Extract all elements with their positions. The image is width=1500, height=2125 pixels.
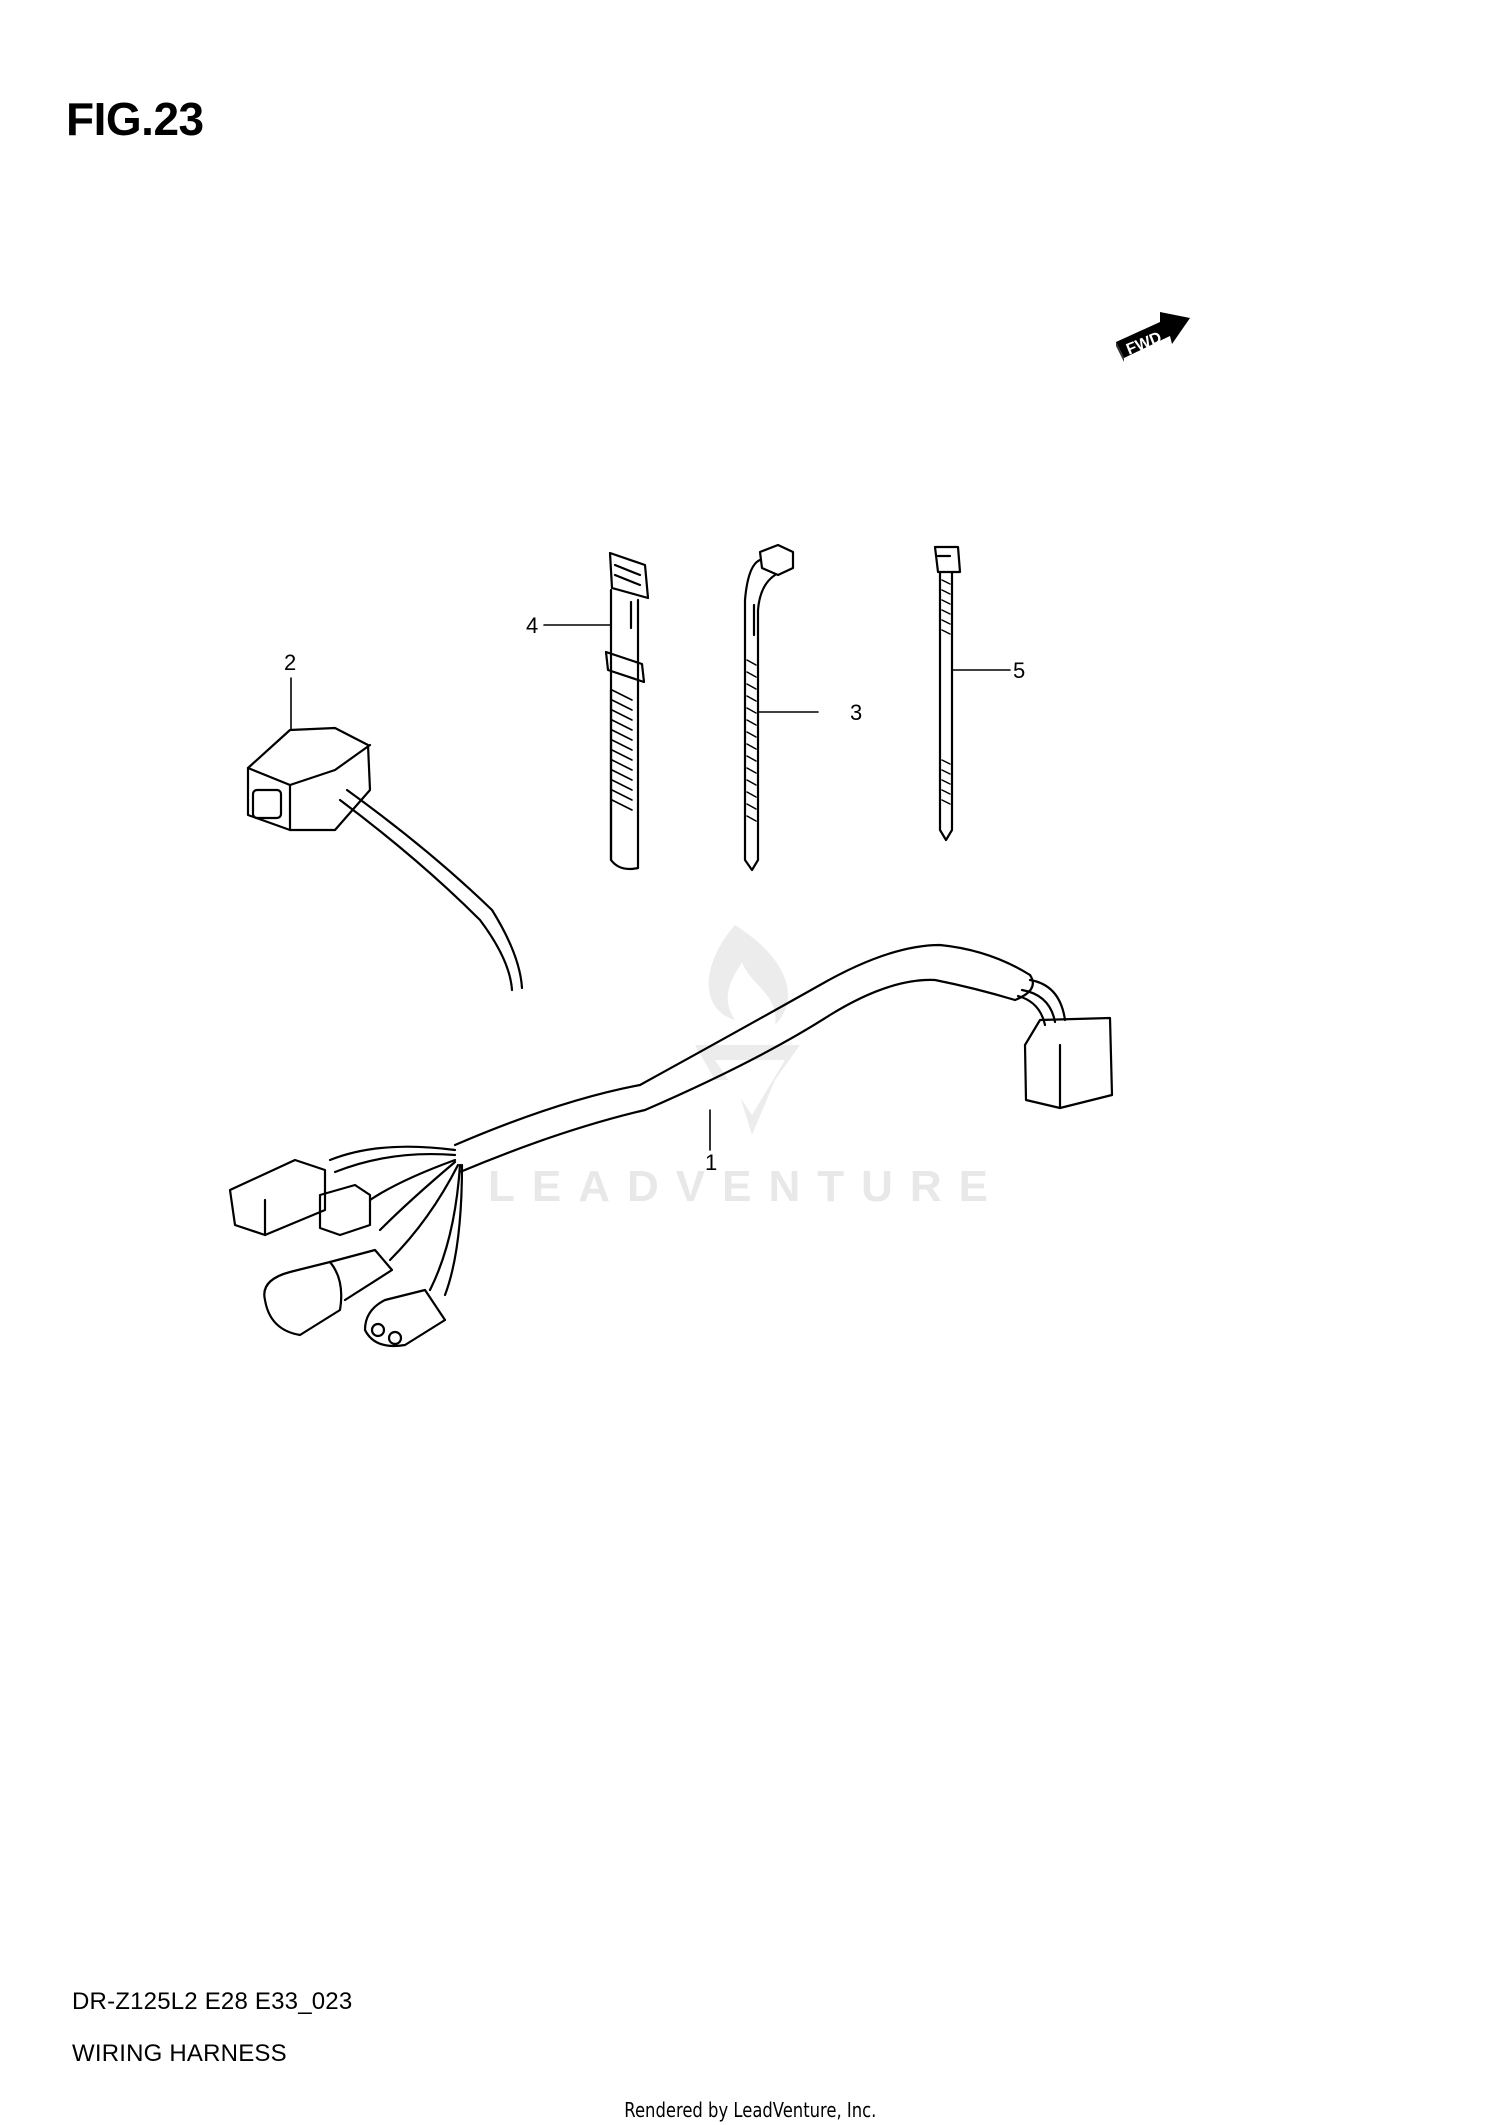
wiring-harness-part-1 — [228, 943, 1114, 1348]
watermark-text: LEADVENTURE — [488, 1162, 1006, 1211]
fwd-arrow-icon: FWD — [1116, 312, 1190, 362]
model-code: DR-Z125L2 E28 E33_023 — [72, 1988, 353, 2015]
connector-part-2 — [246, 677, 524, 992]
callout-4[interactable]: 4 — [526, 613, 539, 638]
render-credit: Rendered by LeadVenture, Inc. — [624, 2098, 877, 2122]
cable-clamp-tie-part-3 — [743, 543, 819, 872]
callout-5[interactable]: 5 — [1013, 658, 1026, 683]
band-clamp-part-4 — [543, 551, 650, 871]
callout-2[interactable]: 2 — [284, 650, 297, 675]
section-name: WIRING HARNESS — [72, 2040, 287, 2067]
figure-title: FIG.23 — [66, 93, 204, 145]
callout-1[interactable]: 1 — [705, 1150, 718, 1175]
cable-tie-part-5 — [933, 545, 1011, 842]
callout-3[interactable]: 3 — [850, 700, 863, 725]
